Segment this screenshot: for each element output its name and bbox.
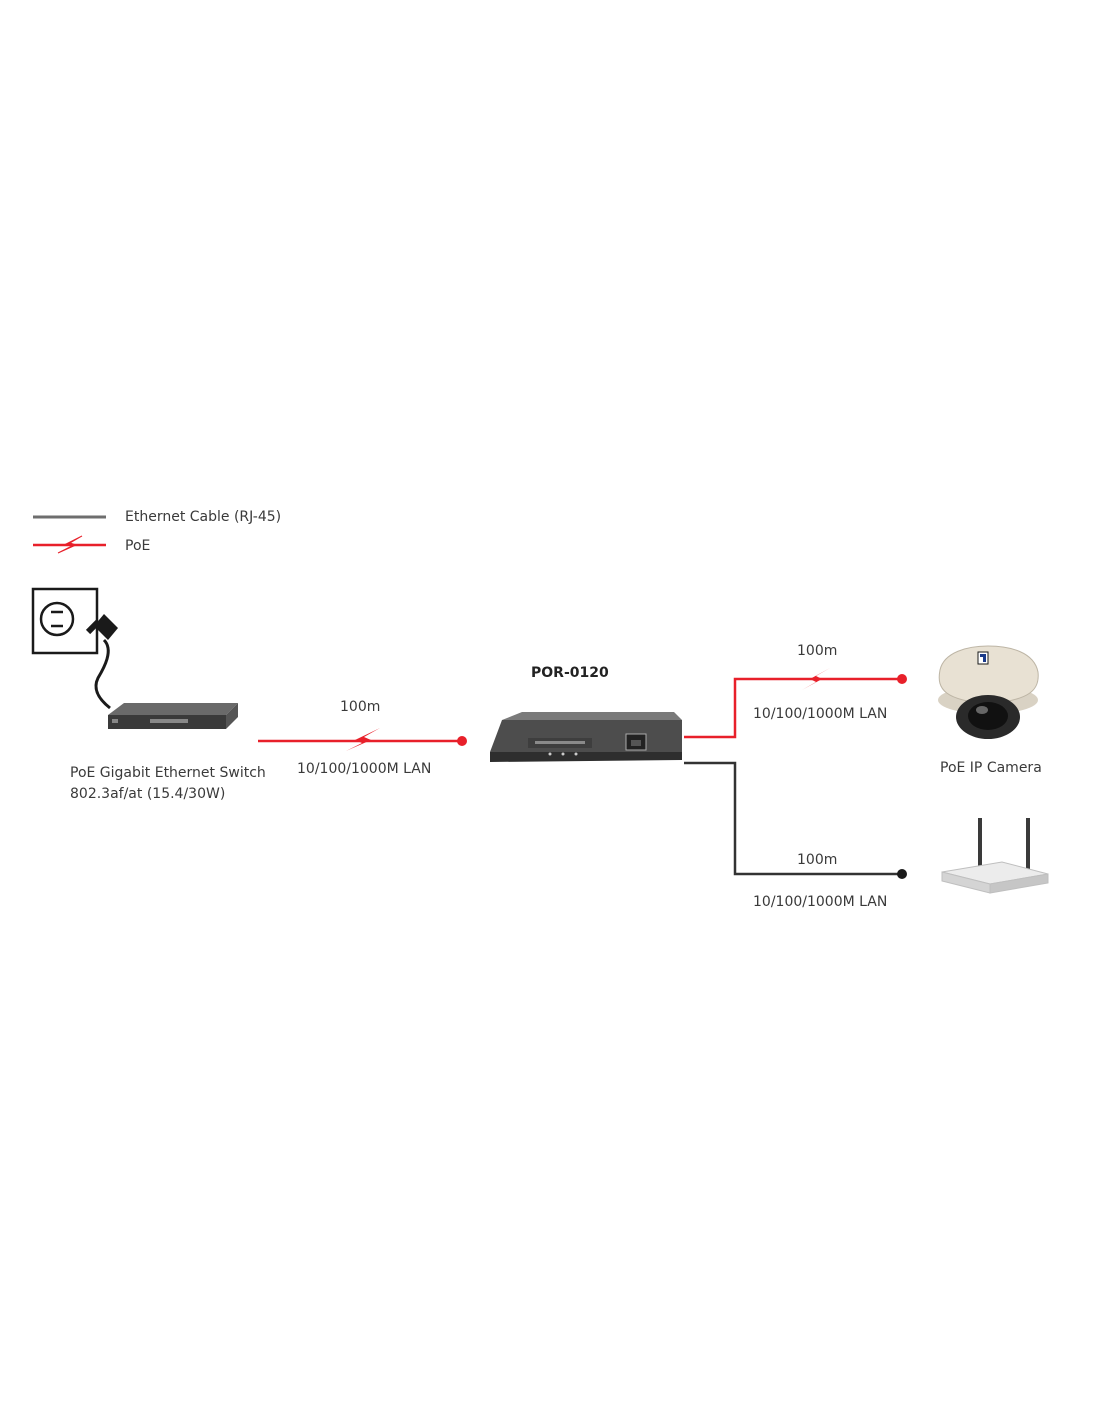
switch-name-label: PoE Gigabit Ethernet Switch xyxy=(70,765,266,781)
legend-poe-label: PoE xyxy=(125,538,151,554)
link3-distance-label: 100m xyxy=(797,852,838,868)
switch-spec-label: 802.3af/at (15.4/30W) xyxy=(70,786,226,802)
poe-switch-icon xyxy=(108,703,238,729)
poe-repeater-icon xyxy=(490,712,682,762)
camera-name-label: PoE IP Camera xyxy=(940,760,1042,776)
link2-distance-label: 100m xyxy=(797,643,838,659)
poe-link-repeater-camera xyxy=(684,668,907,739)
legend-poe-symbol xyxy=(33,535,106,554)
wireless-router-icon xyxy=(941,818,1049,894)
link1-distance-label: 100m xyxy=(340,699,381,715)
ip-camera-icon xyxy=(938,645,1039,739)
link1-speed-label: 10/100/1000M LAN xyxy=(297,761,432,777)
power-plug-icon xyxy=(85,614,118,710)
ethernet-link-repeater-router xyxy=(684,761,907,879)
wall-outlet-icon xyxy=(31,587,99,655)
legend-ethernet-label: Ethernet Cable (RJ-45) xyxy=(125,509,282,525)
repeater-model-label: POR-0120 xyxy=(531,665,609,681)
link2-speed-label: 10/100/1000M LAN xyxy=(753,706,888,722)
link3-speed-label: 10/100/1000M LAN xyxy=(753,894,888,910)
poe-link-switch-repeater xyxy=(258,728,467,751)
